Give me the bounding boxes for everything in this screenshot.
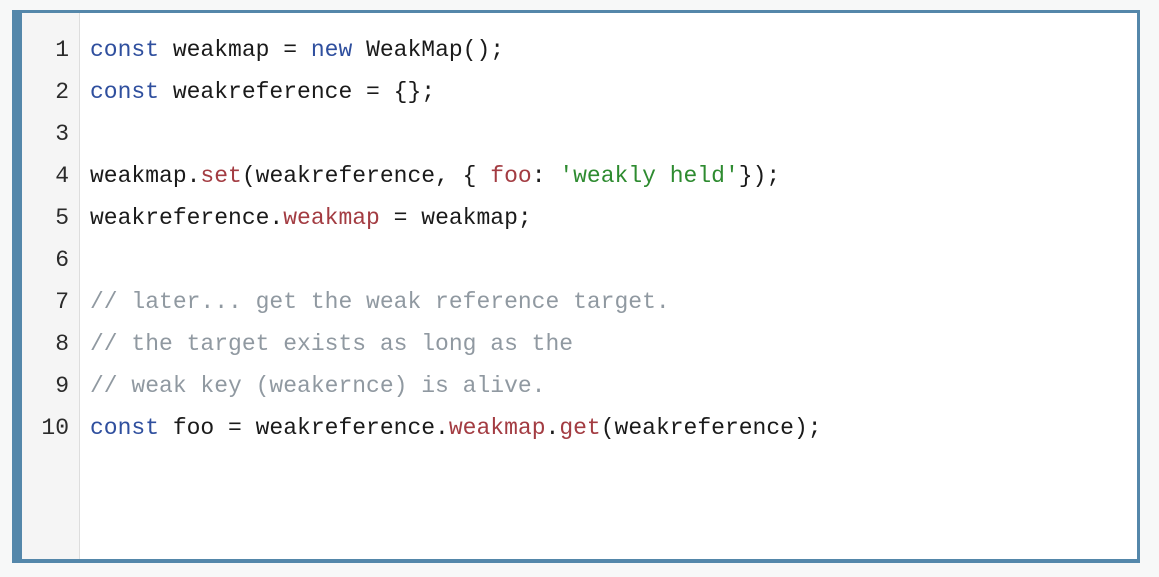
code-token-property: get: [559, 415, 601, 441]
code-line[interactable]: weakmap.set(weakreference, { foo: 'weakl…: [90, 155, 1137, 197]
code-content-area[interactable]: const weakmap = new WeakMap();const weak…: [80, 13, 1137, 559]
line-number: 2: [55, 79, 69, 105]
code-line[interactable]: weakreference.weakmap = weakmap;: [90, 197, 1137, 239]
code-line[interactable]: [90, 113, 1137, 155]
code-token-plain: = weakmap;: [379, 205, 532, 231]
line-number-gutter: 1 2 3 4 5 6 7 8 9 10: [22, 13, 80, 559]
code-token-property: weakmap: [283, 205, 380, 231]
code-block: 1 2 3 4 5 6 7 8 9 10 const weakmap = new WeakMap(…: [12, 10, 1140, 563]
code-line[interactable]: // weak key (weakernce) is alive.: [90, 365, 1137, 407]
line-number: 9: [55, 373, 69, 399]
line-number: 3: [55, 121, 69, 147]
code-line[interactable]: const weakreference = {};: [90, 71, 1137, 113]
code-line[interactable]: const weakmap = new WeakMap();: [90, 29, 1137, 71]
code-token-plain: });: [738, 163, 781, 189]
code-token-comment: // the target exists as long as the: [90, 331, 574, 357]
code-line[interactable]: [90, 239, 1137, 281]
code-line[interactable]: const foo = weakreference.weakmap.get(we…: [90, 407, 1137, 449]
line-number: 7: [55, 289, 69, 315]
line-number: 8: [55, 331, 69, 357]
code-token-plain: weakmap =: [159, 37, 311, 63]
code-line[interactable]: // later... get the weak reference targe…: [90, 281, 1137, 323]
code-token-plain: .: [545, 415, 560, 441]
code-token-property: foo: [490, 163, 532, 189]
code-token-plain: weakreference.: [90, 205, 284, 231]
code-token-plain: foo = weakreference.: [159, 415, 449, 441]
code-line[interactable]: // the target exists as long as the: [90, 323, 1137, 365]
code-token-plain: (weakreference);: [600, 415, 822, 441]
line-number: 10: [41, 415, 69, 441]
code-token-plain: (weakreference, {: [241, 163, 491, 189]
code-token-string: 'weakly held': [559, 163, 739, 189]
code-token-plain: :: [531, 163, 560, 189]
code-token-comment: // weak key (weakernce) is alive.: [90, 373, 546, 399]
code-token-keyword: const: [90, 79, 160, 105]
code-token-plain: weakreference = {};: [159, 79, 436, 105]
code-token-property: weakmap: [448, 415, 546, 441]
code-token-keyword: new: [310, 37, 353, 63]
code-token-plain: weakmap.: [90, 163, 201, 189]
line-number: 4: [55, 163, 69, 189]
line-number: 5: [55, 205, 69, 231]
code-token-property: set: [200, 163, 242, 189]
code-token-keyword: const: [90, 415, 160, 441]
line-number: 1: [55, 37, 69, 63]
code-token-keyword: const: [90, 37, 160, 63]
line-number: 6: [55, 247, 69, 273]
code-token-comment: // later... get the weak reference targe…: [90, 289, 670, 315]
code-token-plain: WeakMap();: [352, 37, 505, 63]
